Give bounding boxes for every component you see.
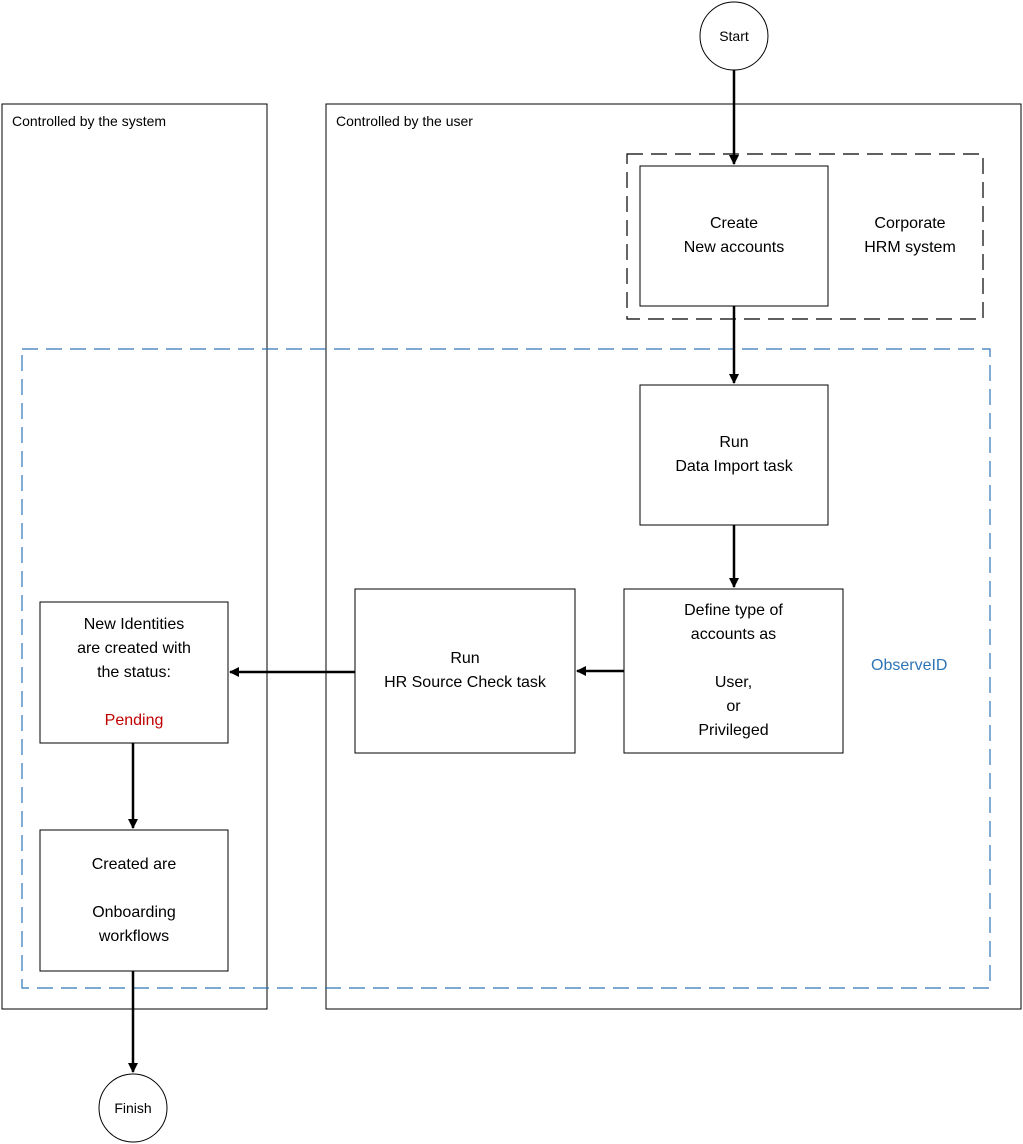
run-import-text: Run Data Import task [640, 385, 828, 525]
define-type-line-5: or [726, 698, 741, 715]
status-pending-label: Pending [104, 712, 164, 729]
lane-system-label: Controlled by the system [12, 113, 167, 129]
node-created-workflows [39, 829, 229, 972]
created-workflows-line-4: workflows [98, 927, 170, 945]
node-create-accounts [639, 165, 829, 307]
run-hr-check-line-2: HR Source Check task [384, 674, 546, 691]
define-type-line-2: accounts as [690, 626, 777, 643]
hrm-label-line-1: Corporate [874, 215, 946, 232]
run-import-line-2: Data Import task [675, 458, 793, 475]
lane-user [325, 103, 1022, 1010]
node-run-data-import [639, 384, 829, 526]
create-accounts-line-2: New accounts [683, 239, 785, 256]
lane-system [1, 103, 268, 1010]
node-new-identities [39, 601, 229, 744]
define-type-text: Define type of accounts as User, or Priv… [624, 589, 843, 753]
define-type-line-4: User, [714, 674, 753, 691]
created-workflows-line-3: Onboarding [92, 903, 176, 921]
define-type-line-6: Privileged [698, 722, 769, 739]
new-identities-line-2: are created with [77, 640, 191, 657]
group-observeid-label: ObserveID [871, 657, 948, 674]
new-identities-line-1: New Identities [83, 616, 185, 633]
terminal-finish [98, 1073, 168, 1143]
created-workflows-line-1: Created are [91, 855, 177, 873]
run-hr-check-text: Run HR Source Check task [355, 589, 575, 753]
group-hrm-system [626, 153, 984, 320]
run-import-line-1: Run [719, 434, 749, 451]
run-hr-check-line-1: Run [450, 650, 480, 667]
create-accounts-text: Create New accounts [640, 166, 828, 306]
define-type-line-1: Define type of [684, 602, 783, 619]
hrm-label-line-2: HRM system [864, 239, 956, 256]
lane-user-label: Controlled by the user [336, 113, 473, 129]
terminal-start-label: Start [719, 28, 749, 44]
terminal-finish-label: Finish [114, 1100, 152, 1116]
group-hrm-label: Corporate HRM system [850, 212, 970, 260]
new-identities-text: New Identities are created with the stat… [40, 602, 228, 743]
create-accounts-line-1: Create [709, 215, 759, 232]
group-observeid [21, 348, 991, 989]
created-workflows-text: Created are Onboarding workflows [40, 830, 228, 971]
node-run-hr-check [354, 588, 576, 754]
new-identities-line-3: the status: [97, 664, 171, 681]
